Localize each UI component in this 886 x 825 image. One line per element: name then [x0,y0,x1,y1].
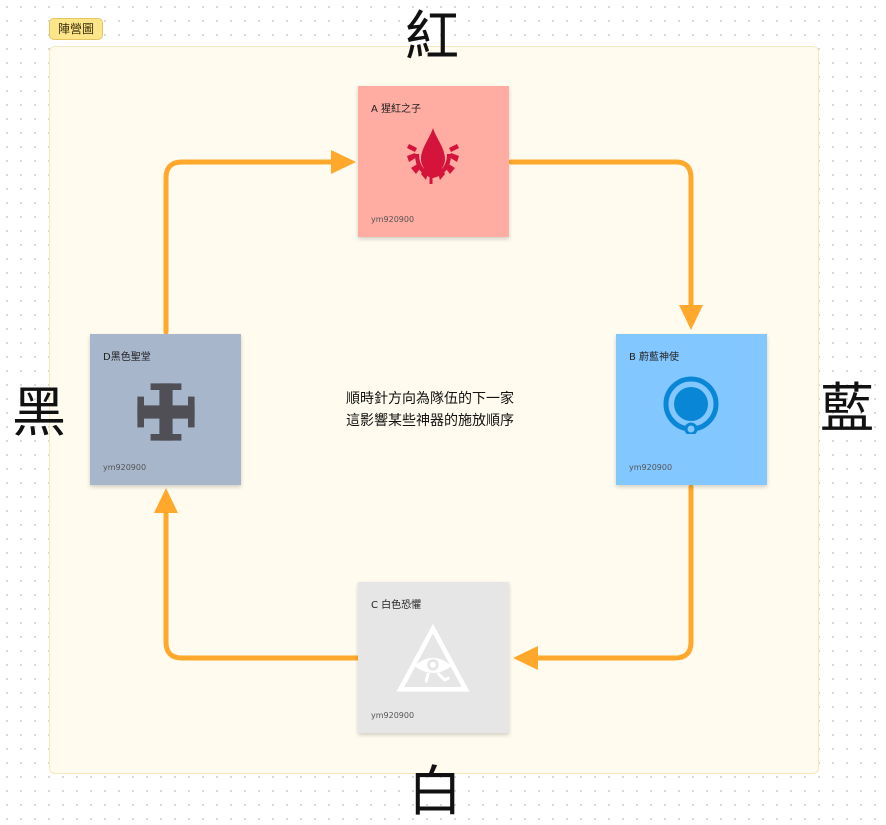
blood-drop-gear-icon [407,128,459,184]
card-b-azure[interactable]: B 蔚藍神使 ym920900 [616,334,767,485]
turn-order-note: 順時針方向為隊伍的下一家 這影響某些神器的施放順序 [330,388,530,432]
card-title: D黑色聖堂 [103,352,151,363]
card-author: ym920900 [371,215,415,224]
card-title: B 蔚藍神使 [629,352,680,363]
card-title: A 猩紅之子 [371,104,422,115]
note-line-2: 這影響某些神器的施放順序 [346,413,514,429]
card-c-white[interactable]: C 白色恐懼 ym920900 [358,582,509,733]
frame-tag[interactable]: 陣營圖 [49,18,104,40]
faction-label-red: 紅 [405,5,459,68]
card-author: ym920900 [629,463,673,472]
eye-triangle-icon [396,624,470,692]
faction-label-black: 黑 [12,381,66,444]
note-line-1: 順時針方向為隊伍的下一家 [346,391,514,407]
card-d-black[interactable]: D黑色聖堂 ym920900 [90,334,241,485]
faction-label-blue: 藍 [820,377,874,440]
faction-label-white: 白 [408,760,462,823]
cross-icon [137,383,195,441]
blue-orb-icon [663,376,719,434]
card-author: ym920900 [371,711,415,720]
card-title: C 白色恐懼 [371,600,422,611]
card-a-scarlet[interactable]: A 猩紅之子 ym920900 [358,86,509,237]
card-author: ym920900 [103,463,147,472]
